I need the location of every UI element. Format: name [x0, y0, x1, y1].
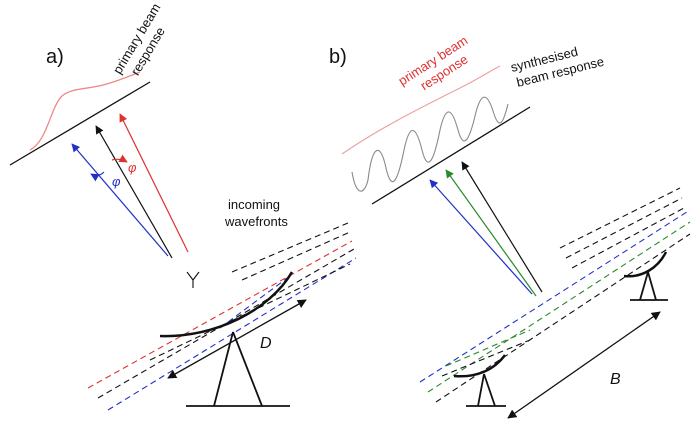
b-primary-beam-label: primary beam response	[395, 33, 470, 94]
phi-red-label: φ	[128, 160, 137, 175]
wavefronts-label-line2: wavefronts	[224, 214, 288, 229]
b-dish-right	[623, 251, 668, 278]
wavefronts-b	[419, 187, 691, 403]
wavefronts-a	[87, 222, 357, 411]
wavefronts-label-line1: incoming	[228, 197, 280, 212]
b-primary-beam-curve	[341, 65, 501, 155]
primary-beam-label: primary beam response	[110, 1, 168, 78]
sky-plane-line	[9, 81, 151, 166]
synth-beam-label: synthesised beam response	[509, 44, 605, 90]
dish-reflector	[159, 271, 294, 338]
b-ray-green	[445, 169, 537, 297]
phi-blue-label: φ	[112, 174, 121, 189]
ray-red	[119, 113, 189, 253]
b-dish-left	[453, 354, 507, 378]
baseline-label: B	[610, 371, 621, 388]
b-sky-plane-line	[371, 106, 531, 205]
baseline-arrow	[507, 311, 661, 419]
phi-arc-blue	[90, 171, 105, 182]
ray-black	[95, 125, 173, 259]
dish-size-label: D	[260, 335, 272, 352]
phi-arc-red	[111, 154, 128, 163]
b-ray-blue	[429, 179, 533, 295]
panel-a-label: a)	[46, 46, 64, 68]
dish-mount	[186, 331, 290, 407]
primary-beam-curve	[29, 71, 141, 151]
ray-blue	[71, 143, 169, 257]
b-ray-black	[461, 161, 543, 293]
antenna-symbol	[186, 271, 200, 288]
dish-size-arrow	[167, 299, 307, 379]
panel-b-label: b)	[329, 46, 347, 68]
panel-b: b) primary beam response synthesised bea…	[329, 33, 691, 419]
synthesised-beam-fringes	[351, 96, 509, 192]
panel-a: a) primary beam response φ φ incoming wa…	[9, 1, 357, 411]
b-dish-right-mount	[630, 271, 668, 301]
b-dish-left-mount	[466, 373, 506, 407]
